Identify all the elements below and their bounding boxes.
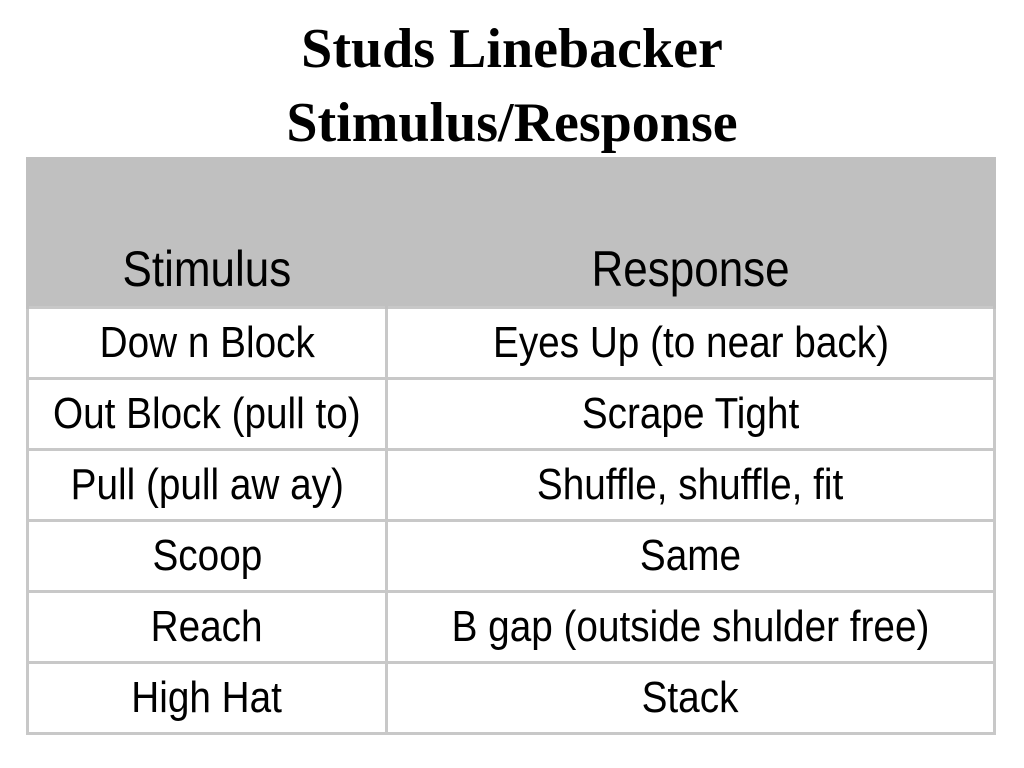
- response-text: Scrape Tight: [581, 389, 800, 438]
- header-stimulus-label: Stimulus: [122, 241, 292, 297]
- stimulus-cell: High Hat: [26, 661, 388, 735]
- response-cell: Same: [385, 519, 996, 593]
- response-cell: Eyes Up (to near back): [385, 306, 996, 380]
- header-response-label: Response: [591, 241, 790, 297]
- table-row: Scoop Same: [26, 519, 996, 593]
- response-text: Same: [639, 531, 742, 580]
- response-cell: Stack: [385, 661, 996, 735]
- table-row: High Hat Stack: [26, 661, 996, 735]
- stimulus-text: Reach: [151, 602, 263, 651]
- header-stimulus: Stimulus: [26, 157, 388, 308]
- table-row: Pull (pull aw ay) Shuffle, shuffle, fit: [26, 448, 996, 522]
- stimulus-response-table: Stimulus Response Dow n Block Eyes Up (t…: [26, 157, 996, 735]
- table-header-row: Stimulus Response: [26, 157, 996, 308]
- stimulus-cell: Out Block (pull to): [26, 377, 388, 451]
- response-text: B gap (outside shulder free): [451, 602, 930, 651]
- stimulus-cell: Scoop: [26, 519, 388, 593]
- response-text: Eyes Up (to near back): [492, 318, 889, 367]
- slide-title-line-2: Stimulus/Response: [286, 92, 738, 154]
- stimulus-text: Out Block (pull to): [53, 389, 361, 438]
- response-cell: Shuffle, shuffle, fit: [385, 448, 996, 522]
- table-row: Out Block (pull to) Scrape Tight: [26, 377, 996, 451]
- slide-title-line-1: Studs Linebacker: [301, 18, 723, 80]
- stimulus-text: High Hat: [131, 673, 283, 722]
- header-response: Response: [385, 157, 996, 308]
- response-cell: Scrape Tight: [385, 377, 996, 451]
- stimulus-text: Dow n Block: [99, 318, 315, 367]
- response-cell: B gap (outside shulder free): [385, 590, 996, 664]
- stimulus-cell: Reach: [26, 590, 388, 664]
- stimulus-text: Pull (pull aw ay): [70, 460, 344, 509]
- table-row: Reach B gap (outside shulder free): [26, 590, 996, 664]
- table-row: Dow n Block Eyes Up (to near back): [26, 306, 996, 380]
- response-text: Stack: [642, 673, 739, 722]
- stimulus-cell: Pull (pull aw ay): [26, 448, 388, 522]
- response-text: Shuffle, shuffle, fit: [537, 460, 844, 509]
- stimulus-text: Scoop: [152, 531, 262, 580]
- stimulus-cell: Dow n Block: [26, 306, 388, 380]
